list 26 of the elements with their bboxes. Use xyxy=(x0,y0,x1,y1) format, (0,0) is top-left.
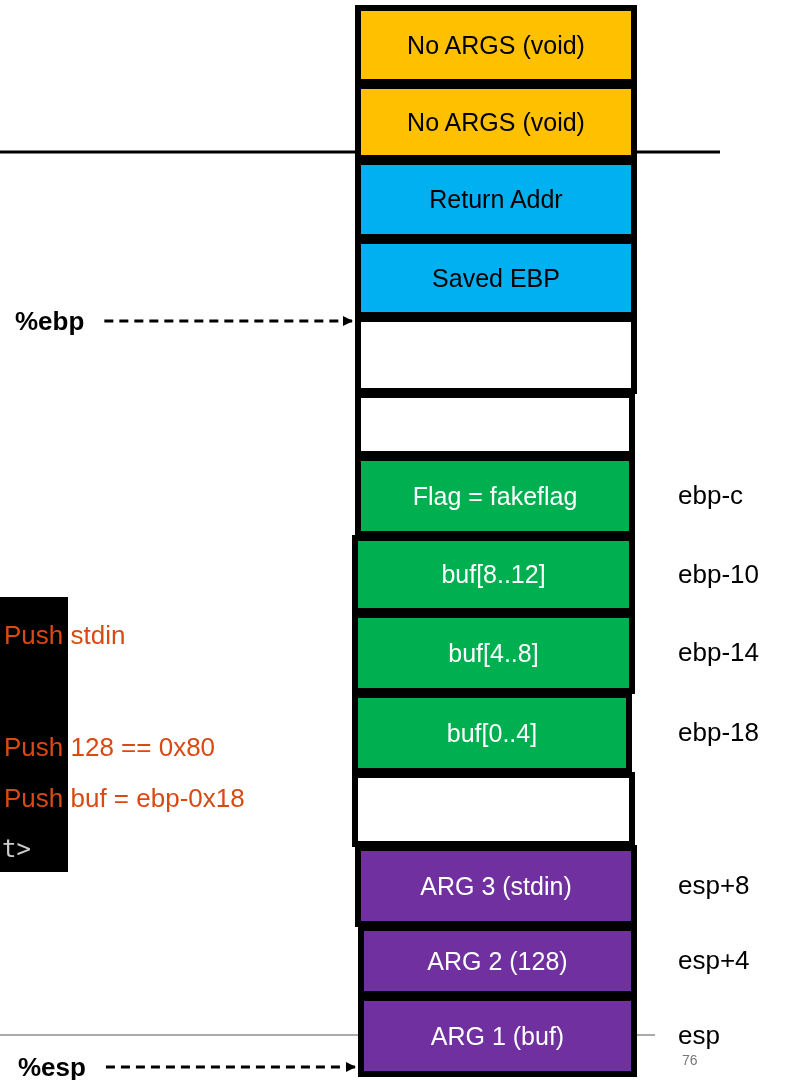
code-annotation: Push stdin xyxy=(4,620,126,651)
offset-label: esp+4 xyxy=(678,945,750,976)
stack-cell: buf[0..4] xyxy=(352,692,632,774)
stack-cell: Flag = fakeflag xyxy=(355,455,635,537)
stack-cell: ARG 1 (buf) xyxy=(358,995,637,1077)
stack-cell: ARG 2 (128) xyxy=(358,925,637,997)
stack-cell: Saved EBP xyxy=(355,238,637,318)
code-annotation: Push buf = ebp-0x18 xyxy=(4,783,245,814)
offset-label: ebp-c xyxy=(678,480,744,511)
code-annotation: Push 128 == 0x80 xyxy=(4,732,216,763)
stack-cell: No ARGS (void) xyxy=(355,5,637,85)
register-label: %ebp xyxy=(15,306,85,336)
stack-cell: buf[8..12] xyxy=(352,535,635,614)
offset-label: ebp-18 xyxy=(678,717,759,748)
pointer-arrow xyxy=(105,1062,356,1072)
page-number: 76 xyxy=(682,1052,698,1068)
terminal-prompt: t> xyxy=(2,835,31,863)
stack-cell: ARG 3 (stdin) xyxy=(355,845,637,927)
offset-label: ebp-10 xyxy=(678,558,759,590)
stack-cell: Return Addr xyxy=(355,159,637,240)
offset-label: esp xyxy=(678,1020,720,1051)
stack-cell: No ARGS (void) xyxy=(355,83,637,161)
offset-label: ebp-14 xyxy=(678,637,759,668)
offset-label: esp+8 xyxy=(678,870,750,901)
pointer-arrow xyxy=(104,316,353,326)
stack-cell: buf[4..8] xyxy=(352,612,635,694)
